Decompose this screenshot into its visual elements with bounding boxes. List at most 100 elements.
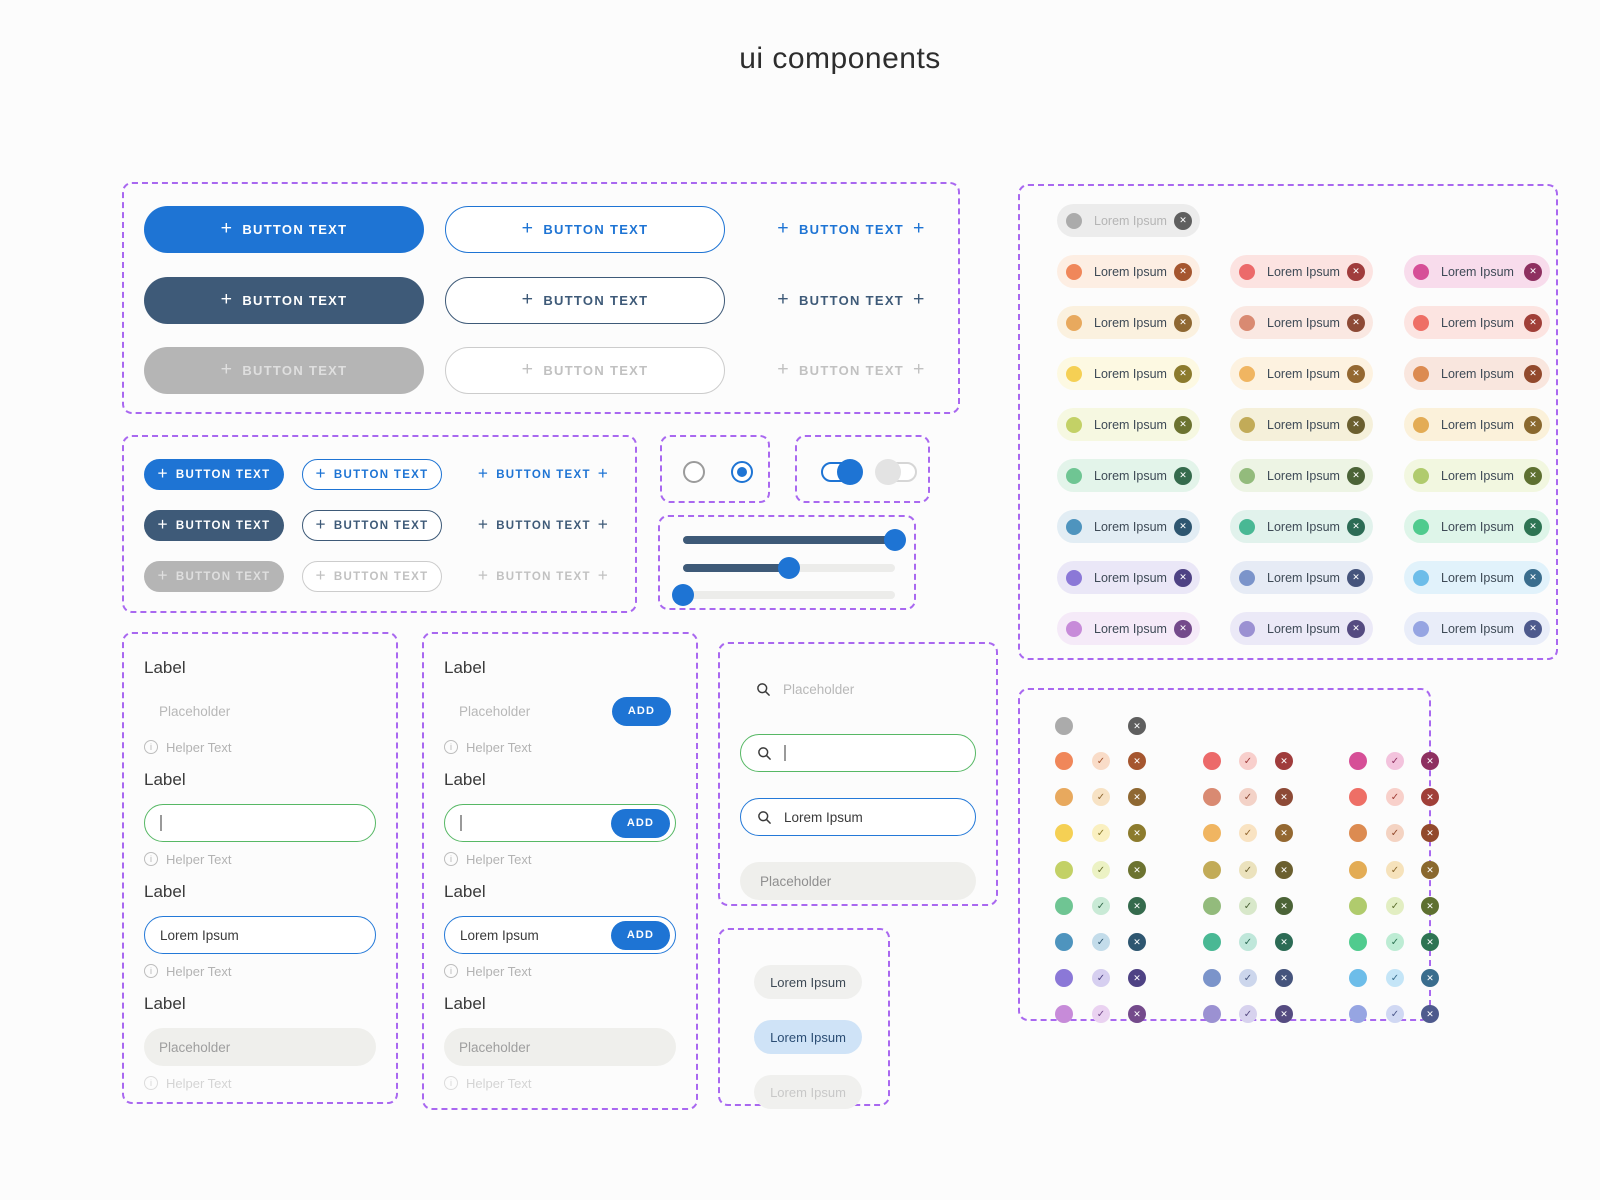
search-input-filled[interactable]: Lorem Ipsum (740, 798, 976, 836)
button-secondary-textonly[interactable]: +BUTTON TEXT+ (476, 510, 611, 541)
chip-close-icon[interactable]: ✕ (1524, 466, 1542, 485)
swatch-check-icon[interactable]: ✓ (1092, 861, 1110, 879)
chip[interactable]: Lorem Ipsum✕ (1057, 357, 1200, 390)
chip-close-icon[interactable]: ✕ (1524, 313, 1542, 332)
button-secondary-outlined[interactable]: +BUTTON TEXT (445, 277, 725, 324)
chip[interactable]: Lorem Ipsum✕ (1230, 612, 1373, 645)
swatch-close-icon[interactable]: ✕ (1128, 717, 1146, 735)
chip-close-icon[interactable]: ✕ (1347, 364, 1365, 383)
swatch-check-icon[interactable]: ✓ (1092, 969, 1110, 987)
chip-close-icon[interactable]: ✕ (1347, 415, 1365, 434)
chip[interactable]: Lorem Ipsum✕ (1230, 357, 1373, 390)
chip-close-icon[interactable]: ✕ (1174, 466, 1192, 485)
swatch-close-icon[interactable]: ✕ (1275, 788, 1293, 806)
chip-close-icon[interactable]: ✕ (1174, 517, 1192, 536)
swatch-check-icon[interactable]: ✓ (1386, 788, 1404, 806)
chip-close-icon[interactable]: ✕ (1347, 568, 1365, 587)
radio-selected[interactable] (731, 461, 753, 483)
swatch-check-icon[interactable]: ✓ (1092, 752, 1110, 770)
chip[interactable]: Lorem Ipsum✕ (1404, 357, 1550, 390)
swatch-dot[interactable] (1055, 752, 1073, 770)
swatch-dot[interactable] (1055, 933, 1073, 951)
chip-close-icon[interactable]: ✕ (1524, 568, 1542, 587)
swatch-close-icon[interactable]: ✕ (1421, 1005, 1439, 1023)
button-secondary-filled[interactable]: +BUTTON TEXT (144, 277, 424, 324)
swatch-check-icon[interactable]: ✓ (1386, 752, 1404, 770)
swatch-check-icon[interactable]: ✓ (1386, 933, 1404, 951)
chip[interactable]: Lorem Ipsum✕ (1404, 459, 1550, 492)
swatch-dot[interactable] (1349, 788, 1367, 806)
chip[interactable]: Lorem Ipsum✕ (1057, 561, 1200, 594)
swatch-close-icon[interactable]: ✕ (1128, 788, 1146, 806)
swatch-close-icon[interactable]: ✕ (1421, 752, 1439, 770)
add-button[interactable]: ADD (610, 808, 670, 838)
chip[interactable]: Lorem Ipsum✕ (1404, 408, 1550, 441)
chip[interactable]: Lorem Ipsum✕ (1057, 255, 1200, 288)
swatch-check-icon[interactable]: ✓ (1239, 969, 1257, 987)
list-item-default[interactable]: Lorem Ipsum (754, 965, 862, 999)
swatch-dot[interactable] (1203, 824, 1221, 842)
chip-close-icon[interactable]: ✕ (1347, 313, 1365, 332)
swatch-dot[interactable] (1203, 933, 1221, 951)
swatch-dot[interactable] (1349, 897, 1367, 915)
swatch-close-icon[interactable]: ✕ (1128, 752, 1146, 770)
chip-close-icon[interactable]: ✕ (1174, 313, 1192, 332)
chip-close-icon[interactable]: ✕ (1524, 619, 1542, 638)
swatch-close-icon[interactable]: ✕ (1275, 861, 1293, 879)
swatch-close-icon[interactable]: ✕ (1128, 1005, 1146, 1023)
button-secondary-filled[interactable]: +BUTTON TEXT (144, 510, 284, 541)
button-primary-filled[interactable]: +BUTTON TEXT (144, 459, 284, 490)
button-primary-outlined[interactable]: +BUTTON TEXT (445, 206, 725, 253)
chip[interactable]: Lorem Ipsum✕ (1404, 306, 1550, 339)
button-primary-textonly[interactable]: +BUTTON TEXT+ (764, 206, 939, 253)
chip[interactable]: Lorem Ipsum✕ (1230, 459, 1373, 492)
chip[interactable]: Lorem Ipsum✕ (1404, 255, 1550, 288)
chip-close-icon[interactable]: ✕ (1347, 619, 1365, 638)
swatch-dot[interactable] (1349, 969, 1367, 987)
chip[interactable]: Lorem Ipsum✕ (1230, 255, 1373, 288)
swatch-check-icon[interactable]: ✓ (1239, 824, 1257, 842)
chip[interactable]: Lorem Ipsum✕ (1057, 306, 1200, 339)
swatch-dot[interactable] (1203, 752, 1221, 770)
swatch-check-icon[interactable]: ✓ (1092, 897, 1110, 915)
slider-track[interactable] (683, 557, 895, 579)
swatch-check-icon[interactable]: ✓ (1386, 1005, 1404, 1023)
chip[interactable]: Lorem Ipsum✕ (1404, 510, 1550, 543)
swatch-close-icon[interactable]: ✕ (1275, 1005, 1293, 1023)
swatch-dot[interactable] (1349, 824, 1367, 842)
chip-close-icon[interactable]: ✕ (1174, 568, 1192, 587)
search-input-focused[interactable] (740, 734, 976, 772)
swatch-close-icon[interactable]: ✕ (1128, 969, 1146, 987)
button-primary-filled[interactable]: +BUTTON TEXT (144, 206, 424, 253)
swatch-dot[interactable] (1349, 1005, 1367, 1023)
button-primary-outlined[interactable]: +BUTTON TEXT (302, 459, 442, 490)
swatch-close-icon[interactable]: ✕ (1421, 897, 1439, 915)
add-button[interactable]: ADD (610, 920, 670, 950)
swatch-close-icon[interactable]: ✕ (1275, 752, 1293, 770)
chip[interactable]: Lorem Ipsum✕ (1404, 612, 1550, 645)
chip-close-icon[interactable]: ✕ (1524, 415, 1542, 434)
search-input-placeholder[interactable]: Placeholder (740, 670, 976, 708)
swatch-dot[interactable] (1349, 861, 1367, 879)
slider-knob[interactable] (778, 557, 800, 579)
chip-close-icon[interactable]: ✕ (1524, 364, 1542, 383)
radio-unselected[interactable] (683, 461, 705, 483)
button-secondary-outlined[interactable]: +BUTTON TEXT (302, 510, 442, 541)
slider-knob[interactable] (884, 529, 906, 551)
swatch-dot[interactable] (1055, 861, 1073, 879)
swatch-check-icon[interactable]: ✓ (1239, 752, 1257, 770)
swatch-dot[interactable] (1203, 1005, 1221, 1023)
swatch-close-icon[interactable]: ✕ (1128, 933, 1146, 951)
chip[interactable]: Lorem Ipsum✕ (1057, 408, 1200, 441)
chip[interactable]: Lorem Ipsum✕ (1057, 459, 1200, 492)
chip[interactable]: Lorem Ipsum✕ (1057, 612, 1200, 645)
text-input-placeholder[interactable]: Placeholder (144, 692, 376, 730)
swatch-close-icon[interactable]: ✕ (1421, 861, 1439, 879)
swatch-dot[interactable] (1349, 752, 1367, 770)
swatch-check-icon[interactable]: ✓ (1092, 788, 1110, 806)
swatch-dot[interactable] (1203, 897, 1221, 915)
swatch-dot[interactable] (1203, 861, 1221, 879)
swatch-check-icon[interactable]: ✓ (1239, 861, 1257, 879)
swatch-check-icon[interactable]: ✓ (1092, 933, 1110, 951)
